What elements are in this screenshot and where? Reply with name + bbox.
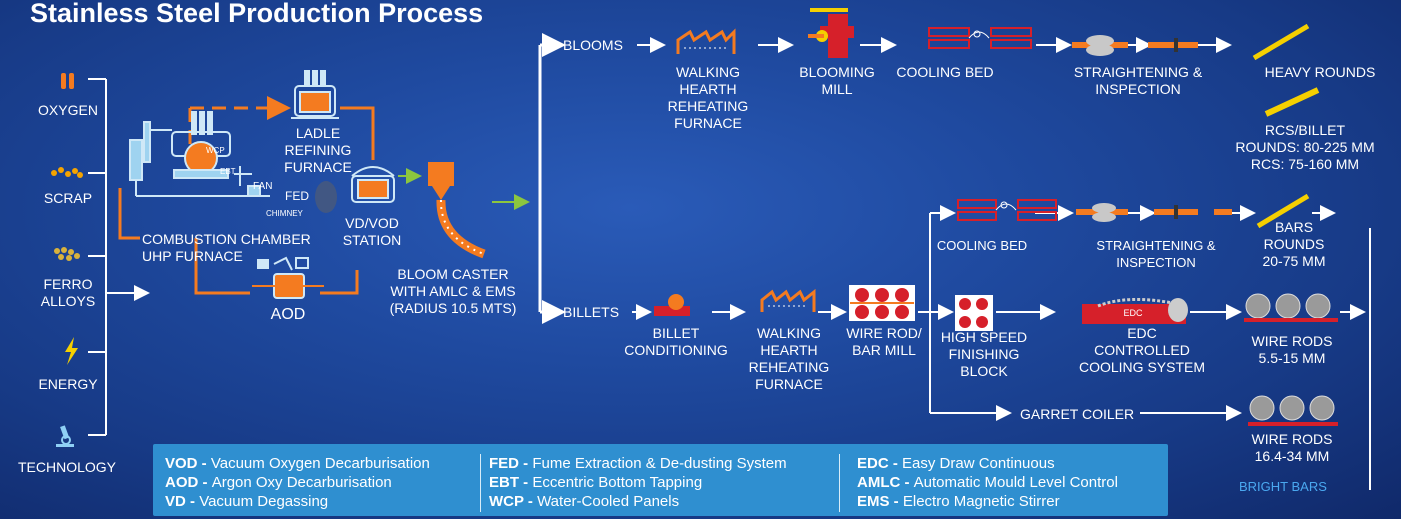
legend-column-2: FED - Fume Extraction & De-dusting Syste… <box>489 455 787 510</box>
page-title: Stainless Steel Production Process <box>30 0 484 28</box>
blooming-mill-label: BLOOMING MILL <box>799 64 875 97</box>
blooms-cooling-bed-icon <box>927 24 1035 59</box>
vd-vod-station-icon <box>346 158 400 211</box>
billets-straightening-label: STRAIGHTENING & INSPECTION <box>1096 238 1216 270</box>
legend-divider <box>839 454 840 512</box>
edc-box-label: EDC <box>1123 308 1143 318</box>
ferro-alloys-icon <box>52 246 82 267</box>
input-technology-label: TECHNOLOGY <box>17 459 116 475</box>
wire-rods-large-label: WIRE RODS 16.4-34 MM <box>1251 431 1333 464</box>
input-oxygen-label: OXYGEN <box>38 102 98 118</box>
edc-cooling-system-icon <box>1078 290 1190 333</box>
aod-label: AOD <box>270 306 306 323</box>
blooming-mill-icon <box>808 6 858 65</box>
legend-column-3: EDC - Easy Draw Continuous AMLC - Automa… <box>857 455 1118 510</box>
bloom-caster-icon <box>422 160 502 265</box>
blooms-label: BLOOMS <box>563 37 623 53</box>
billets-cooling-bed-icon <box>956 196 1060 231</box>
garret-coiler-label: GARRET COILER <box>1020 406 1135 422</box>
rcs-billet-label: RCS/BILLET ROUNDS: 80-225 MM RCS: 75-160… <box>1235 122 1375 172</box>
billets-label: BILLETS <box>563 304 620 320</box>
ladle-refining-label: LADLE REFINING FURNACE <box>284 125 352 175</box>
blooms-cooling-bed-label: COOLING BED <box>896 64 994 80</box>
edc-label: EDC CONTROLLED COOLING SYSTEM <box>1078 325 1206 375</box>
blooms-walking-hearth-label: WALKING HEARTH REHEATING FURNACE <box>667 64 749 131</box>
wire-rods-coil-icon <box>1242 292 1342 331</box>
wire-rod-bar-mill-label: WIRE ROD/ BAR MILL <box>846 325 922 358</box>
input-scrap-label: SCRAP <box>43 190 93 206</box>
rcs-billet-bar-icon <box>1262 86 1322 123</box>
blooms-reheating-furnace-icon <box>676 28 738 61</box>
chimney-label: CHIMNEY <box>266 209 303 218</box>
billets-walking-hearth-label: WALKING HEARTH REHEATING FURNACE <box>748 325 830 392</box>
billet-conditioning-label: BILLET CONDITIONING <box>624 325 728 358</box>
ebt-label: EBT <box>220 167 236 176</box>
fan-label: FAN <box>253 181 273 192</box>
wire-rods-large-coil-icon <box>1246 394 1342 433</box>
fed-unit-icon <box>314 180 338 219</box>
blooms-straightening-label: STRAIGHTENING & INSPECTION <box>1073 64 1203 97</box>
wire-rods-small-label: WIRE RODS 5.5-15 MM <box>1251 333 1333 366</box>
billets-reheating-furnace-icon <box>760 288 818 319</box>
abbreviation-legend: VOD - Vacuum Oxygen Decarburisation AOD … <box>153 444 1168 516</box>
heavy-rounds-bar-icon <box>1250 22 1312 67</box>
ladle-refining-icon <box>287 69 343 127</box>
billets-cooling-bed-label: COOLING BED <box>936 238 1028 253</box>
bars-rounds-label: BARS ROUNDS 20-75 MM <box>1262 219 1326 269</box>
billets-straightening-icon <box>1074 201 1234 228</box>
legend-divider <box>480 454 481 512</box>
high-speed-finishing-block-icon <box>954 294 994 337</box>
legend-column-1: VOD - Vacuum Oxygen Decarburisation AOD … <box>165 455 430 510</box>
high-speed-finishing-label: HIGH SPEED FINISHING BLOCK <box>940 329 1028 379</box>
bright-bars-label: BRIGHT BARS <box>1239 479 1327 494</box>
input-ferro-alloys-label: FERRO ALLOYS <box>40 276 96 309</box>
combustion-chamber-label: COMBUSTION CHAMBER UHP FURNACE <box>142 231 311 264</box>
billet-conditioning-icon <box>652 292 692 325</box>
wire-rod-bar-mill-icon <box>848 284 916 327</box>
scrap-icon <box>50 165 84 184</box>
blooms-straightening-icon <box>1070 34 1200 61</box>
fed-label: FED <box>285 189 309 203</box>
input-energy-label: ENERGY <box>38 376 98 392</box>
bars-rounds-icon <box>1254 192 1312 235</box>
oxygen-cylinder-icon <box>60 70 76 95</box>
bloom-caster-label: BLOOM CASTER WITH AMLC & EMS (RADIUS 10.… <box>389 266 517 316</box>
energy-lightning-icon <box>62 337 80 370</box>
heavy-rounds-label: HEAVY ROUNDS <box>1264 64 1376 80</box>
technology-microscope-icon <box>54 424 76 453</box>
wcp-label: WCP <box>206 146 225 155</box>
uhp-furnace-icon <box>122 108 272 213</box>
aod-converter-icon <box>252 256 324 307</box>
vd-vod-label: VD/VOD STATION <box>342 215 402 248</box>
